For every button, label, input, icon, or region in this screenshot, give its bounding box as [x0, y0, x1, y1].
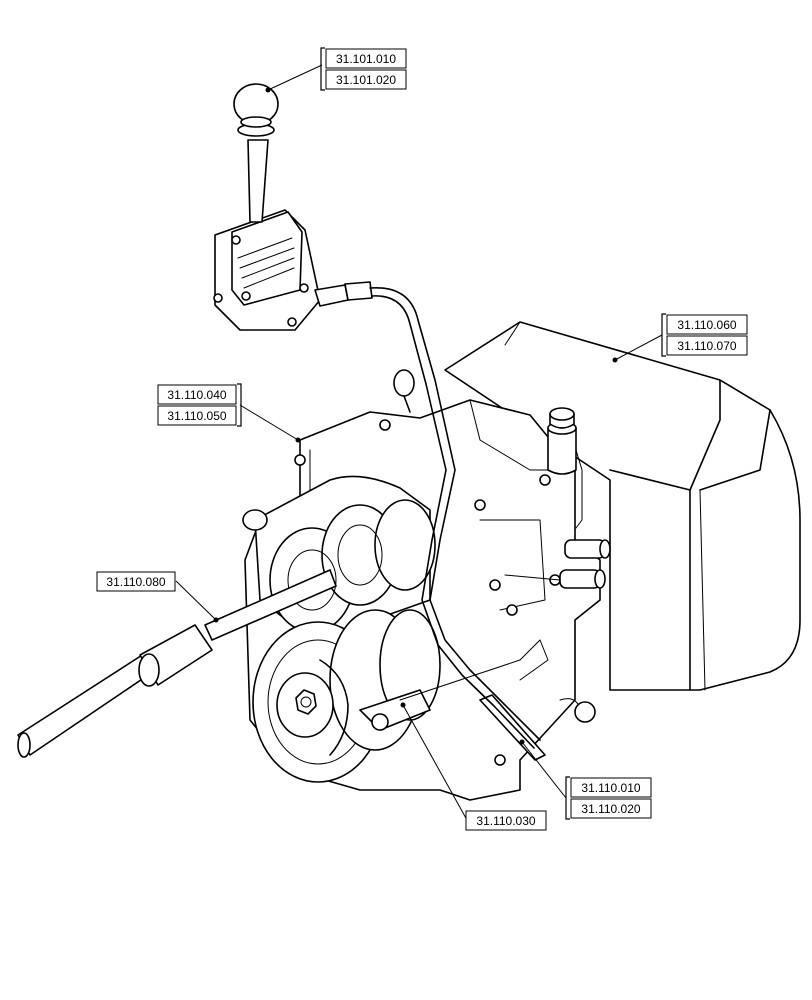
ref-label: 31.110.070 [677, 339, 736, 353]
callout-shift-fork: 31.110.030 [465, 810, 547, 831]
ref-label: 31.110.040 [167, 388, 226, 402]
shift-fork [359, 639, 596, 761]
lifting-ring [393, 369, 415, 413]
filler-cap [547, 407, 583, 529]
callout-gears: 31.110.010 31.110.020 [565, 776, 652, 820]
ref-label: 31.110.050 [167, 409, 226, 423]
ref-label: 31.101.020 [336, 73, 396, 87]
ref-label: 31.101.010 [336, 52, 396, 66]
lower-gears [252, 609, 441, 783]
transmission-drawing [17, 83, 801, 801]
ref-label: 31.110.030 [476, 814, 535, 828]
shift-lever [213, 83, 541, 749]
side-bolts [504, 539, 611, 589]
ref-label: 31.110.020 [581, 802, 640, 816]
callout-output-shaft: 31.110.080 [96, 571, 176, 592]
callout-gear-case: 31.110.040 31.110.050 [157, 383, 242, 427]
ref-label: 31.110.010 [581, 781, 640, 795]
ref-label: 31.110.060 [677, 318, 736, 332]
callout-rear-housing: 31.110.060 31.110.070 [661, 313, 748, 357]
callout-shift-lever: 31.101.010 31.101.020 [320, 47, 407, 91]
rear-housing [444, 321, 801, 691]
ref-label: 31.110.080 [106, 575, 165, 589]
leader-lines [175, 64, 663, 821]
output-shaft [17, 569, 337, 758]
